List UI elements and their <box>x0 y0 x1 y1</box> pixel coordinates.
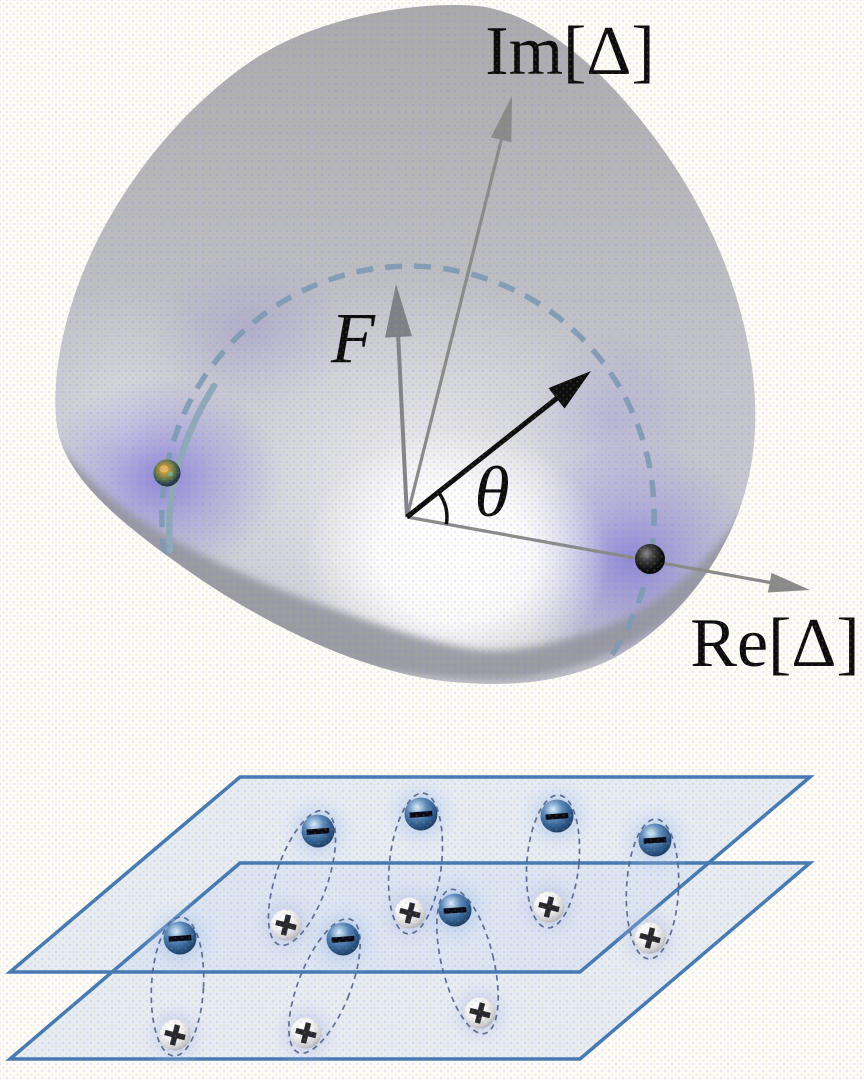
particles: −−−−−−−+++++++ <box>158 792 672 1056</box>
free-energy-surface-figure: Im[Δ] Re[Δ] F θ <box>55 5 860 684</box>
bilayer-exciton-figure: −−−−−−−+++++++ <box>5 774 815 1071</box>
free-energy-arrowhead-icon <box>385 284 412 338</box>
electron-minus-symbol: − <box>164 917 195 959</box>
hole-sphere <box>159 1019 191 1051</box>
left-minimum-dot <box>153 459 181 487</box>
valley-glow-upper-left <box>152 252 352 408</box>
electron-minus-symbol: − <box>541 795 572 837</box>
order-parameter-arrowhead-icon <box>548 371 591 409</box>
electron-sphere <box>163 921 197 955</box>
electron-sphere <box>326 922 360 956</box>
hole-sphere <box>270 909 302 941</box>
electron-sphere <box>438 893 472 927</box>
dot-highlight-warm <box>159 465 169 473</box>
exciton-pair-link <box>387 792 444 935</box>
re-axis-label: Re[Δ] <box>690 605 859 682</box>
exciton-pair-link <box>287 917 362 1055</box>
electron-sphere <box>404 797 438 831</box>
electron-sphere <box>540 799 574 833</box>
re-axis-arrowhead-icon <box>767 572 810 593</box>
im-axis-line <box>405 136 504 518</box>
electron-sphere <box>301 814 335 848</box>
free-energy-axis-line <box>396 331 409 518</box>
im-axis-arrowhead-icon <box>490 96 512 143</box>
hole-sphere <box>634 922 666 954</box>
electron-minus-symbol: − <box>327 918 358 960</box>
hole-layer-plane-border <box>5 861 815 1061</box>
dot-highlight-green <box>168 471 173 477</box>
axes <box>385 96 810 593</box>
hole-sphere <box>394 897 426 929</box>
electron-minus-symbol: − <box>439 889 470 931</box>
free-energy-label: F <box>330 298 376 378</box>
exciton-pair-link <box>267 809 337 947</box>
exciton-pair-link <box>525 794 581 929</box>
exciton-pair-link <box>435 888 500 1035</box>
phase-angle-arc <box>437 491 449 525</box>
electron-layer-plane-border <box>5 775 815 974</box>
order-parameter-arrow <box>405 371 591 525</box>
re-axis-line <box>406 515 774 585</box>
right-minimum-dot <box>635 544 665 574</box>
central-bump-highlight <box>304 430 608 684</box>
valley-glow-right-upper <box>527 325 697 515</box>
order-parameter-arrow-line <box>405 393 563 519</box>
im-axis-label: Im[Δ] <box>485 13 654 90</box>
hole-sphere <box>464 997 496 1029</box>
electron-minus-symbol: − <box>639 819 670 861</box>
electron-sphere <box>638 823 672 857</box>
electron-minus-symbol: − <box>405 793 436 835</box>
phase-angle-label: θ <box>474 452 509 532</box>
electron-minus-symbol: − <box>302 810 333 852</box>
exciton-pair-link <box>150 916 205 1057</box>
exciton-pair-link <box>625 818 680 960</box>
exciton-pair-links <box>150 792 680 1057</box>
hole-sphere <box>533 891 565 923</box>
minima-dots <box>153 459 665 574</box>
hole-sphere <box>290 1017 322 1049</box>
